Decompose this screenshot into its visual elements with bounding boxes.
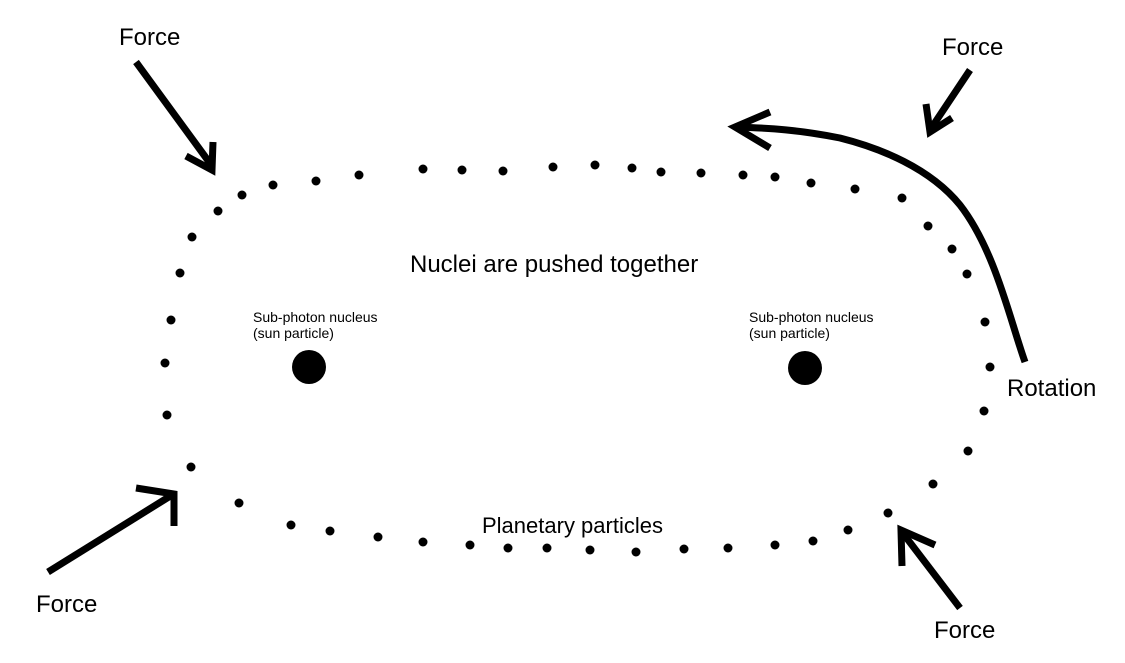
planetary-particle [679, 544, 689, 554]
planetary-particle [325, 526, 335, 536]
rotation-arrow [727, 108, 1029, 364]
planetary-particle [175, 268, 185, 278]
planetary-particle [354, 170, 364, 180]
nucleus-label-right-line1: Sub-photon nucleus [749, 309, 874, 325]
planetary-particle [963, 446, 973, 456]
planetary-particle [418, 537, 428, 547]
rotation-label: Rotation [1007, 375, 1097, 402]
force-arrow-top-left [133, 59, 217, 176]
planetary-particle [585, 545, 595, 555]
force-arrow-top-right [922, 68, 973, 138]
planetary-particle [738, 170, 748, 180]
planetary-particle [213, 206, 223, 216]
planetary-particle [631, 547, 641, 557]
planetary-particle [268, 180, 278, 190]
planetary-particle [850, 184, 860, 194]
planetary-particles-label: Planetary particles [482, 513, 663, 538]
planetary-particle [498, 166, 508, 176]
force-label-bottom-left: Force [36, 591, 98, 618]
force-label-top-right: Force [942, 34, 1004, 61]
planetary-particle [457, 165, 467, 175]
planetary-particles-ring [160, 160, 995, 557]
planetary-particle [928, 479, 938, 489]
planetary-particle [696, 168, 706, 178]
planetary-particle [542, 543, 552, 553]
planetary-particle [162, 410, 172, 420]
planetary-particle [166, 315, 176, 325]
planetary-particle [897, 193, 907, 203]
nucleus-label-left-line2: (sun particle) [253, 325, 334, 341]
planetary-particle [286, 520, 296, 530]
planetary-particle [590, 160, 600, 170]
planetary-particle [234, 498, 244, 508]
planetary-particle [186, 462, 196, 472]
planetary-particle [187, 232, 197, 242]
planetary-particle [311, 176, 321, 186]
force-arrow-bottom-right [897, 524, 963, 611]
planetary-particle [237, 190, 247, 200]
planetary-particle [883, 508, 893, 518]
nucleus-label-right: Sub-photon nucleus (sun particle) [749, 309, 874, 341]
planetary-particle [160, 358, 170, 368]
planetary-particle [985, 362, 995, 372]
planetary-particle [373, 532, 383, 542]
nucleus-label-left-line1: Sub-photon nucleus [253, 309, 378, 325]
planetary-particle [980, 317, 990, 327]
nucleus-label-left: Sub-photon nucleus (sun particle) [253, 309, 378, 341]
nucleus-label-right-line2: (sun particle) [749, 325, 830, 341]
planetary-particle [843, 525, 853, 535]
planetary-particle [503, 543, 513, 553]
planetary-particle [979, 406, 989, 416]
force-arrow-bottom-left [46, 484, 178, 575]
planetary-particle [418, 164, 428, 174]
planetary-particle [627, 163, 637, 173]
planetary-particle [656, 167, 666, 177]
planetary-particle [806, 178, 816, 188]
sun-nucleus-right [788, 351, 822, 385]
main-label: Nuclei are pushed together [410, 251, 699, 278]
planetary-particle [548, 162, 558, 172]
sun-nucleus-left [292, 350, 326, 384]
planetary-particle [770, 540, 780, 550]
force-label-top-left: Force [119, 24, 181, 51]
planetary-particle [962, 269, 972, 279]
planetary-particle [923, 221, 933, 231]
planetary-particle [770, 172, 780, 182]
planetary-particle [723, 543, 733, 553]
force-label-bottom-right: Force [934, 617, 996, 644]
planetary-particle [465, 540, 475, 550]
planetary-particle [808, 536, 818, 546]
planetary-particle [947, 244, 957, 254]
